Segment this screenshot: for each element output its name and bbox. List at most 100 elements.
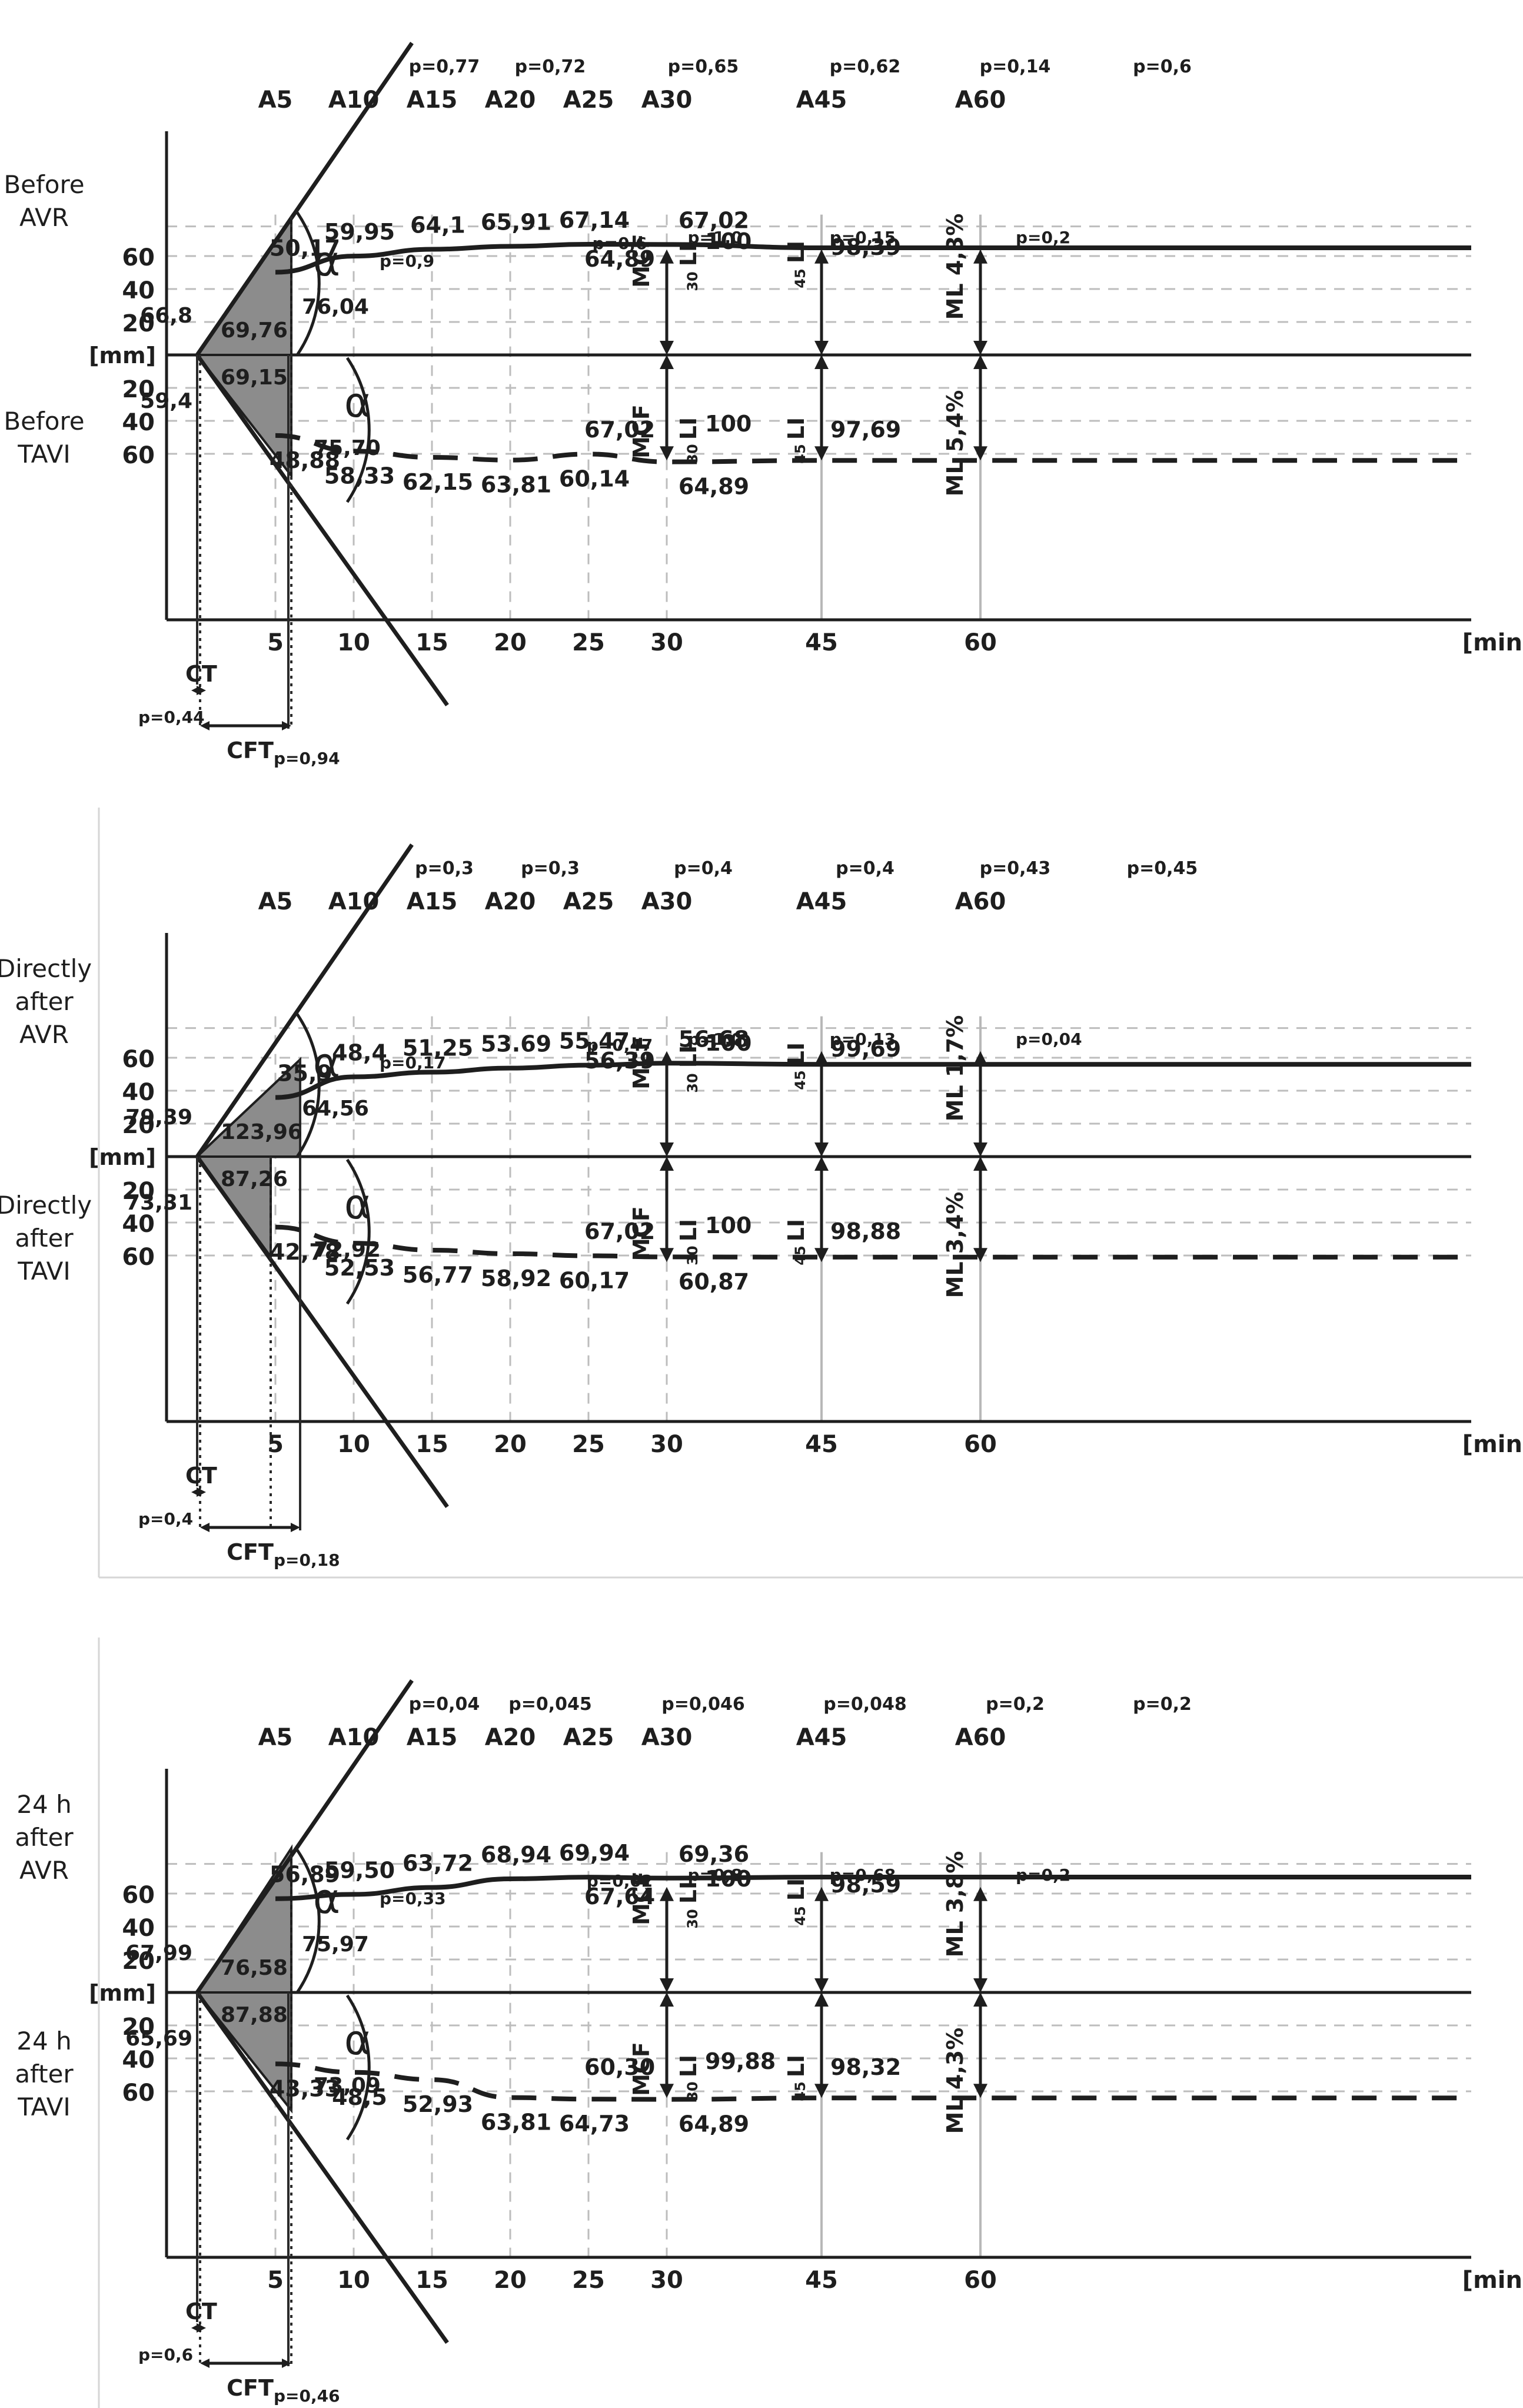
mcf-arrow-top-head-bottom bbox=[660, 1978, 674, 1992]
p-cft: p=0,94 bbox=[274, 749, 340, 768]
cft-label: CFT bbox=[227, 1539, 274, 1565]
a-value-top: 59,50 bbox=[324, 1857, 395, 1883]
p-cft: p=0,46 bbox=[274, 2386, 340, 2406]
alpha-arc-bottom bbox=[345, 1994, 371, 2141]
x-tick-label: 5 bbox=[267, 629, 284, 656]
ct-arrow-head-right bbox=[197, 2323, 206, 2333]
x-tick-label: 5 bbox=[267, 1431, 284, 1458]
x-tick-label: 5 bbox=[267, 2267, 284, 2294]
li30-value-top: 100 bbox=[705, 1030, 751, 1056]
a-value-top: 53.69 bbox=[481, 1031, 551, 1057]
x-tick-label: 30 bbox=[650, 629, 683, 656]
li45-arrow-bottom-head-top bbox=[814, 355, 829, 369]
a-header-label: A30 bbox=[641, 888, 693, 915]
li30-subscript-bottom: 30 bbox=[684, 444, 701, 463]
x-tick-label: 30 bbox=[650, 1431, 683, 1458]
a-value-top: 64,1 bbox=[410, 212, 465, 238]
x-tick-label: 10 bbox=[337, 2267, 370, 2294]
a-value-top: 67,14 bbox=[559, 207, 630, 233]
a-value-top: 51,25 bbox=[403, 1035, 473, 1061]
mcf-arrow-top-head-bottom bbox=[660, 1142, 674, 1157]
y-unit-label: [mm] bbox=[89, 1980, 156, 2006]
a-value-bottom: 58,33 bbox=[324, 463, 395, 489]
p-value-header: p=0,65 bbox=[668, 57, 739, 77]
panel-3: 202040406060[mm]510152025304560[min]A5A1… bbox=[15, 1638, 1523, 2408]
p-li45: p=0,15 bbox=[830, 228, 896, 247]
alpha-symbol-bottom: α bbox=[344, 1180, 371, 1228]
r-value-top: 67,99 bbox=[125, 1941, 192, 1965]
a-header-label: A45 bbox=[796, 1724, 847, 1751]
li30-label-bottom: LI bbox=[676, 2055, 701, 2077]
cft-arrow-head-left bbox=[200, 721, 210, 730]
mcf-value-top: 64,89 bbox=[584, 246, 655, 272]
y-tick-label: 20 bbox=[122, 2014, 155, 2041]
li45-value-top: 98,39 bbox=[830, 234, 901, 260]
li30-label-bottom: LI bbox=[676, 1219, 701, 1241]
alpha-symbol-bottom: α bbox=[344, 378, 371, 427]
a-header-label: A25 bbox=[563, 87, 614, 114]
p-value-header: p=0,77 bbox=[409, 57, 480, 77]
x-tick-label: 20 bbox=[494, 1431, 527, 1458]
li45-subscript-bottom: 45 bbox=[792, 1245, 809, 1265]
k-value-bottom: 69,15 bbox=[221, 366, 288, 390]
x-tick-label: 25 bbox=[572, 629, 605, 656]
clot-curve-top bbox=[275, 242, 1471, 275]
mcf-value-top: 67,64 bbox=[584, 1884, 655, 1909]
ml-value-bottom: ML 5,4% bbox=[942, 390, 968, 497]
y-tick-label: 20 bbox=[122, 1948, 155, 1975]
p-value-header: p=0,72 bbox=[515, 57, 586, 77]
mcf-label-bottom: MCF bbox=[629, 404, 654, 459]
li45-subscript-bottom: 45 bbox=[792, 2081, 809, 2101]
li45-label-top: LI bbox=[783, 241, 809, 263]
li30-subscript-top: 30 bbox=[684, 1073, 701, 1092]
p-value-header: p=0,048 bbox=[823, 1694, 907, 1715]
li45-arrow-bottom-head-top bbox=[814, 1992, 829, 2007]
a-header-label: A60 bbox=[955, 1724, 1006, 1751]
a-value-top: 69,94 bbox=[559, 1840, 630, 1866]
li45-value-bottom: 98,32 bbox=[830, 2054, 901, 2080]
mcf-value-bottom: 67,02 bbox=[584, 417, 655, 443]
ct-label: CT bbox=[185, 661, 217, 687]
mcf-label-top: MCF bbox=[629, 1871, 654, 1925]
li30-label-top: LI bbox=[676, 244, 701, 266]
li45-arrow-top-head-bottom bbox=[814, 341, 829, 355]
x-tick-label: 60 bbox=[964, 1431, 997, 1458]
y-tick-label: 20 bbox=[122, 1178, 155, 1205]
a-value-top: 56,68 bbox=[679, 1026, 749, 1052]
alpha-tangent-bottom bbox=[195, 353, 449, 707]
p-value-header: p=0,43 bbox=[980, 858, 1051, 879]
y-tick-label: 60 bbox=[122, 1882, 155, 1909]
li30-label-top: LI bbox=[676, 1045, 701, 1068]
li45-arrow-top-head-bottom bbox=[814, 1978, 829, 1992]
a-value-bottom: 60,14 bbox=[559, 466, 630, 491]
mcf-label-bottom: MCF bbox=[629, 1206, 654, 1260]
x-tick-label: 60 bbox=[964, 629, 997, 656]
a-value-bottom: 52,93 bbox=[403, 2091, 473, 2117]
row-label-bottom: Directly bbox=[0, 1191, 92, 1220]
x-tick-label: 20 bbox=[494, 629, 527, 656]
li30-label-top: LI bbox=[676, 1881, 701, 1904]
li30-value-bottom: 100 bbox=[705, 411, 751, 437]
ct-arrow-head-right bbox=[197, 1487, 206, 1497]
y-tick-label: 40 bbox=[122, 1211, 155, 1238]
y-tick-label: 40 bbox=[122, 409, 155, 436]
r-value-top: 66,8 bbox=[140, 304, 192, 328]
mcf-arrow-top-head-top bbox=[660, 1886, 674, 1901]
a-value-top: 65,91 bbox=[481, 209, 551, 235]
y-tick-label: 40 bbox=[122, 277, 155, 304]
a-value-bottom: 63,81 bbox=[481, 2110, 551, 2135]
mcf-label-bottom: MCF bbox=[629, 2042, 654, 2096]
a-header-label: A15 bbox=[407, 888, 458, 915]
y-unit-label: [mm] bbox=[89, 343, 156, 368]
ml-arrow-top-head-bottom bbox=[973, 341, 987, 355]
a-value-bottom: 60,87 bbox=[679, 1268, 749, 1294]
p-li45: p=0,13 bbox=[830, 1029, 896, 1049]
a-header-label: A25 bbox=[563, 888, 614, 915]
p-mcf: p=0,6 bbox=[592, 234, 647, 253]
a-header-label: A20 bbox=[485, 1724, 536, 1751]
a-header-label: A60 bbox=[955, 87, 1006, 114]
alpha-symbol-bottom: α bbox=[344, 2016, 371, 2064]
cft-label: CFT bbox=[227, 738, 274, 763]
y-tick-label: 60 bbox=[122, 1046, 155, 1073]
a-value-top: 48,4 bbox=[332, 1039, 387, 1065]
